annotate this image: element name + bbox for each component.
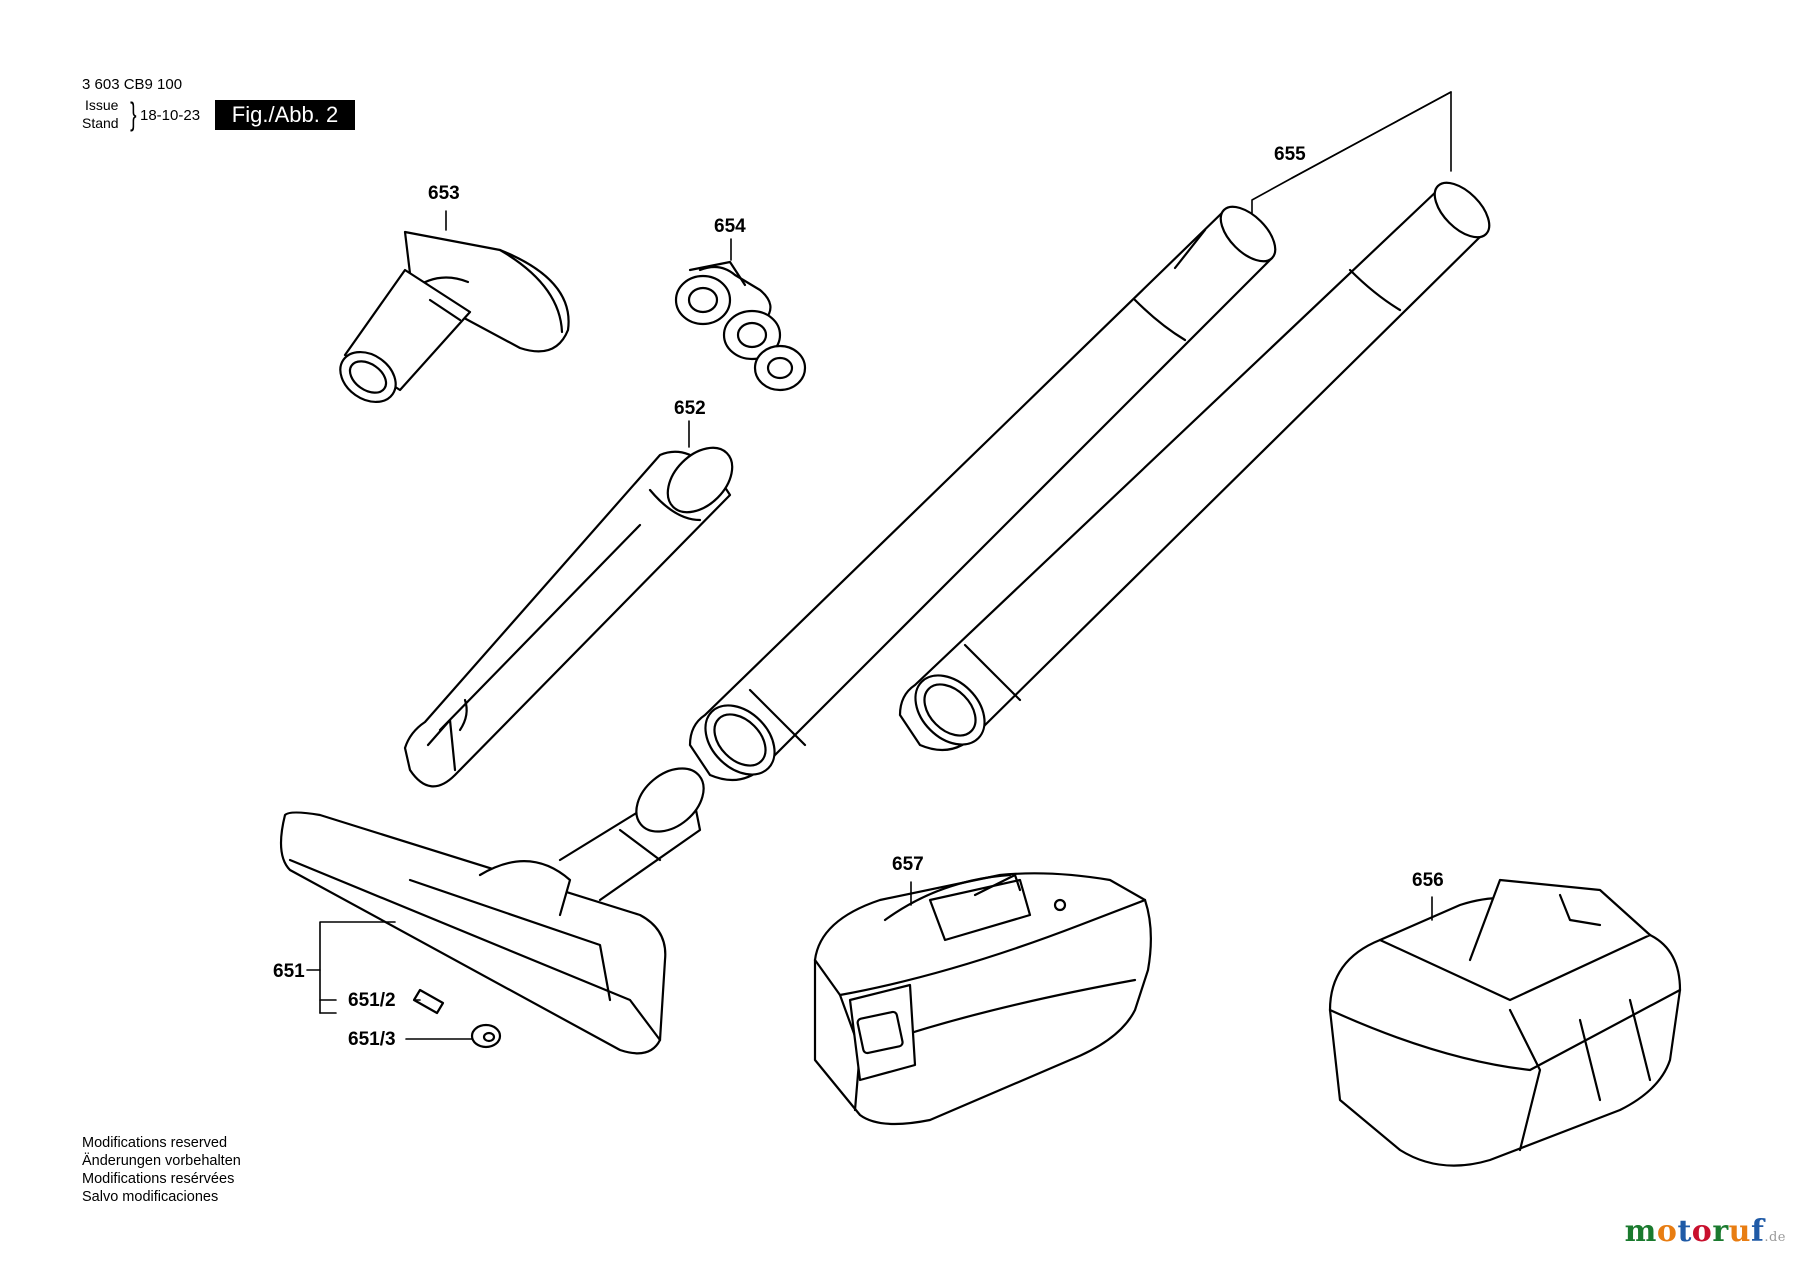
- stand-label: Stand: [82, 115, 119, 131]
- watermark-letter: u: [1728, 1214, 1751, 1249]
- label-651-2: 651/2: [348, 990, 396, 1011]
- figure-badge: Fig./Abb. 2: [215, 100, 355, 130]
- label-651: 651: [273, 961, 305, 982]
- part-656-charger: [1328, 878, 1682, 1167]
- part-657-battery: [813, 872, 1152, 1126]
- notice-fr: Modifications resérvées: [82, 1171, 235, 1187]
- motoruf-watermark: motoruf.de: [1625, 1214, 1786, 1249]
- label-653: 653: [428, 183, 460, 204]
- notice-es: Salvo modificaciones: [82, 1189, 219, 1205]
- brace: }: [130, 96, 137, 132]
- part-651-2-pin: [412, 988, 445, 1015]
- part-655-tube-b: [898, 181, 1491, 752]
- label-654: 654: [714, 216, 746, 237]
- part-651-3-wheel: [470, 1023, 502, 1049]
- notice-en: Modifications reserved: [82, 1135, 228, 1151]
- watermark-brand: motoruf: [1625, 1214, 1765, 1249]
- label-657: 657: [892, 854, 924, 875]
- label-656: 656: [1412, 870, 1444, 891]
- watermark-letter: m: [1624, 1214, 1657, 1249]
- issue-label: Issue: [85, 97, 119, 113]
- issue-date: 18-10-23: [140, 107, 201, 124]
- notice-de: Änderungen vorbehalten: [82, 1153, 241, 1169]
- watermark-letter: o: [1691, 1214, 1713, 1249]
- watermark-letter: f: [1750, 1214, 1765, 1249]
- modifications-notice: Modifications reserved Änderungen vorbeh…: [82, 1134, 241, 1206]
- label-652: 652: [674, 398, 706, 419]
- part-651-floor-nozzle: [279, 767, 705, 1055]
- leader-lines: [306, 91, 1452, 1040]
- part-655-tube-a: [688, 205, 1277, 782]
- watermark-tld: .de: [1764, 1230, 1786, 1245]
- watermark-letter: o: [1656, 1214, 1678, 1249]
- watermark-letter: r: [1712, 1214, 1729, 1249]
- part-654-clip: [674, 260, 807, 392]
- part-653-brush-nozzle: [339, 230, 570, 404]
- label-655: 655: [1274, 144, 1306, 165]
- label-651-3: 651/3: [348, 1029, 396, 1050]
- watermark-letter: t: [1677, 1214, 1692, 1249]
- part-652-crevice-tool: [403, 446, 734, 788]
- document-number: 3 603 CB9 100: [82, 76, 183, 93]
